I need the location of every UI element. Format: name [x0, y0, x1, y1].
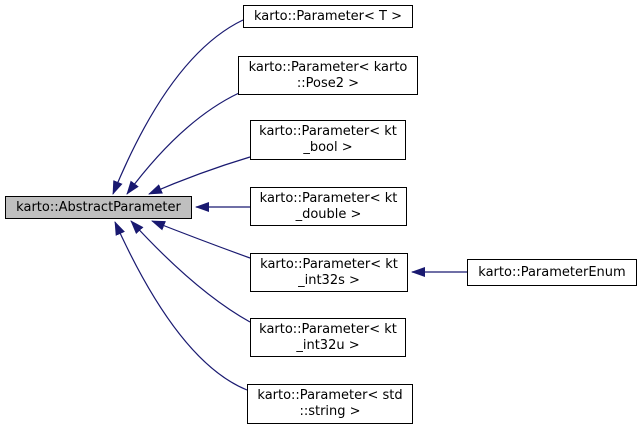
edge-parameter-kt-bool-to-abstractparameter: [148, 156, 251, 195]
edge-parameter-pose2-to-abstractparameter: [126, 92, 240, 195]
node-label: karto::Parameter< kt: [259, 124, 397, 139]
node-karto-parameter-karto-pose2[interactable]: karto::Parameter< karto ::Pose2 >: [238, 56, 418, 95]
node-label: karto::Parameter< kt: [260, 256, 398, 272]
edge-parameter-kt-int32s-to-abstractparameter: [151, 220, 251, 259]
node-karto-parameter-kt-int32s[interactable]: karto::Parameter< kt _int32s >: [250, 253, 408, 292]
node-label: karto::ParameterEnum: [478, 264, 626, 280]
node-label: karto::Parameter< kt: [259, 321, 397, 337]
node-label: ::Pose2 >: [296, 75, 360, 91]
node-karto-parameter-kt-int32u[interactable]: karto::Parameter< kt _int32u >: [250, 318, 406, 357]
node-label: _int32s >: [298, 272, 360, 288]
node-label: karto::Parameter< T >: [253, 8, 403, 24]
edge-parameter-kt-int32u-to-abstractparameter: [130, 220, 251, 323]
edge-parameter-t-to-abstractparameter: [112, 19, 244, 195]
node-label: karto::Parameter< std: [257, 388, 403, 403]
node-label: _double >: [295, 206, 362, 222]
edge-parameter-std-string-to-abstractparameter: [114, 221, 248, 391]
node-label: _bool >: [303, 140, 353, 155]
node-label: karto::Parameter< kt: [259, 190, 398, 206]
node-karto-parameterenum[interactable]: karto::ParameterEnum: [467, 259, 637, 286]
node-karto-parameter-t[interactable]: karto::Parameter< T >: [243, 5, 413, 28]
node-karto-abstractparameter: karto::AbstractParameter: [5, 196, 192, 219]
node-label: karto::Parameter< karto: [248, 59, 408, 75]
node-karto-parameter-kt-double[interactable]: karto::Parameter< kt _double >: [250, 187, 407, 226]
node-label: karto::AbstractParameter: [16, 199, 181, 215]
node-karto-parameter-std-string[interactable]: karto::Parameter< std ::string >: [247, 384, 413, 424]
node-label: ::string >: [299, 404, 361, 419]
node-label: _int32u >: [296, 337, 360, 353]
node-karto-parameter-kt-bool[interactable]: karto::Parameter< kt _bool >: [250, 120, 406, 160]
